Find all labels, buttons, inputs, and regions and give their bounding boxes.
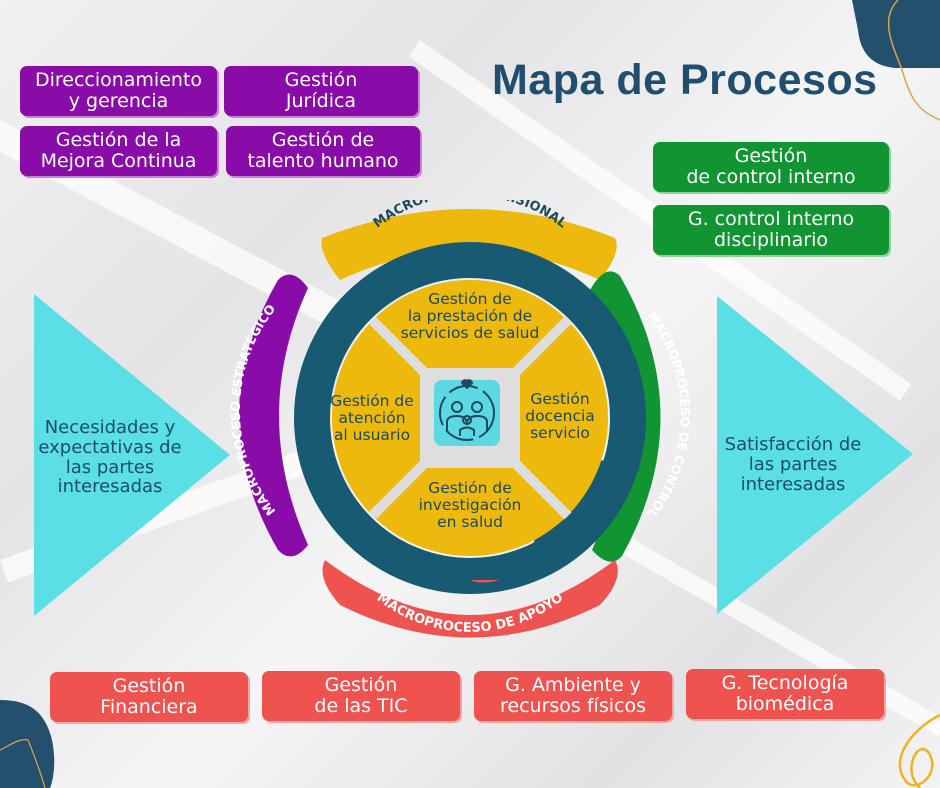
support-process-box: G. Tecnología biomédica xyxy=(686,669,884,719)
process-wheel: MACROPROCESO MISIONAL MACROPROCESO DE AP… xyxy=(230,200,693,638)
strategic-process-box: Direccionamiento y gerencia xyxy=(20,66,217,116)
control-process-box: G. control interno disciplinario xyxy=(653,205,889,255)
support-band xyxy=(322,560,618,638)
missional-process-right: Gestión docencia servicio xyxy=(525,390,595,443)
cycle-ring xyxy=(294,242,646,594)
family-care-icon xyxy=(439,379,495,441)
support-process-box: Gestión de las TIC xyxy=(262,671,460,721)
corner-blob-top-right xyxy=(852,0,940,121)
corner-blob-bottom-left xyxy=(0,700,55,788)
strategic-band xyxy=(239,274,308,557)
svg-text:MACROPROCESO DE APOYO: MACROPROCESO DE APOYO xyxy=(374,590,566,636)
input-label: Necesidades y expectativas de las partes… xyxy=(38,417,182,498)
support-process-box: G. Ambiente y recursos físicos xyxy=(474,671,672,721)
center-icon-bg xyxy=(434,380,500,446)
cycle-arrow-head xyxy=(500,455,640,578)
page-title: Mapa de Procesos xyxy=(492,56,878,104)
missional-process-bottom: Gestión de investigación en salud xyxy=(418,479,522,532)
input-triangle xyxy=(34,294,230,616)
output-label: Satisfacción de las partes interesadas xyxy=(724,434,862,495)
missional-process-left: Gestión de atención al usuario xyxy=(330,392,414,445)
control-process-box: Gestión de control interno xyxy=(653,142,889,192)
strategic-process-box: Gestión Jurídica xyxy=(224,66,418,116)
output-triangle xyxy=(717,296,913,614)
support-process-box: Gestión Financiera xyxy=(50,672,248,722)
support-label: MACROPROCESO DE APOYO xyxy=(374,590,566,636)
corner-swirl-bottom-right xyxy=(898,713,940,788)
missional-process-top: Gestión de la prestación de servicios de… xyxy=(400,290,540,343)
strategic-process-box: Gestión de la Mejora Continua xyxy=(20,126,217,176)
strategic-process-box: Gestión de talento humano xyxy=(226,126,420,176)
